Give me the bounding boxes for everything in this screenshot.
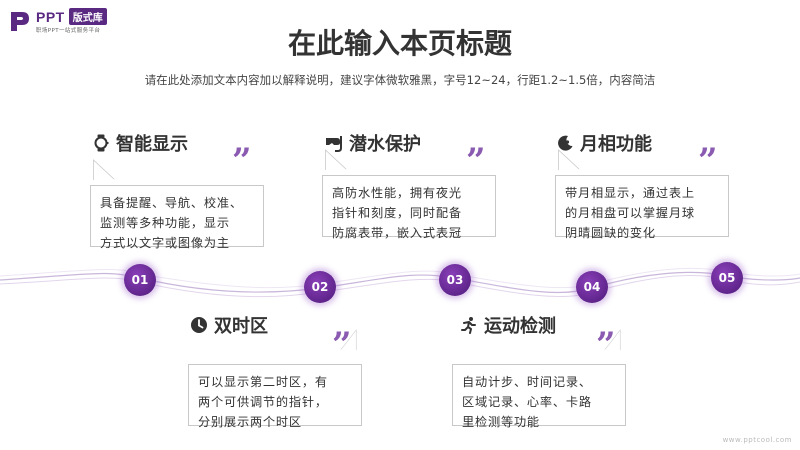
feature-heading-text: 月相功能 xyxy=(580,134,652,155)
feature-heading-text: 智能显示 xyxy=(116,134,188,155)
quote-mark-icon: ” xyxy=(698,141,718,181)
card-line: 带月相显示，通过表上 xyxy=(565,186,695,200)
card-callout-tail xyxy=(558,149,581,172)
running-icon xyxy=(461,317,476,334)
logo-badge: 版式库 xyxy=(68,8,107,25)
quote-mark-icon: ” xyxy=(466,141,486,181)
card-callout-tail xyxy=(340,329,357,352)
quote-mark-icon: ” xyxy=(332,325,352,365)
feature-heading-text: 运动检测 xyxy=(484,316,556,337)
timeline-node-04: 04 xyxy=(576,271,608,303)
feature-card-diving: 高防水性能，拥有夜光 指针和刻度，同时配备 防腐表带，嵌入式表冠 xyxy=(322,175,496,240)
feature-card-smart-display: 具备提醒、导航、校准、 监测等多种功能，显示 方式以文字或图像为主 xyxy=(90,185,264,250)
card-line: 阴晴圆缺的变化 xyxy=(565,226,656,240)
card-callout-tail xyxy=(325,149,348,172)
card-line: 自动计步、时间记录、 xyxy=(462,375,592,389)
watch-icon xyxy=(94,134,109,152)
diving-icon xyxy=(326,136,342,152)
moon-icon xyxy=(558,135,573,151)
feature-heading-smart-display: 智能显示 xyxy=(92,130,188,156)
feature-card-moon-phase: 带月相显示，通过表上 的月相盘可以掌握月球 阴晴圆缺的变化 xyxy=(555,175,729,240)
card-callout-tail xyxy=(604,329,621,352)
feature-heading-motion-detection: 运动检测 xyxy=(460,312,556,338)
feature-heading-dual-timezone: 双时区 xyxy=(190,312,268,338)
quote-mark-icon: ” xyxy=(232,141,252,181)
feature-heading-text: 双时区 xyxy=(214,316,268,337)
feature-card-dual-timezone: 可以显示第二时区，有 两个可供调节的指针， 分别展示两个时区 xyxy=(188,364,362,429)
card-line: 指针和刻度，同时配备 xyxy=(332,206,462,220)
logo-tagline: 职场PPT一站式服务平台 xyxy=(36,28,101,34)
feature-card-motion-detection: 自动计步、时间记录、 区域记录、心率、卡路 里检测等功能 xyxy=(452,364,626,429)
card-line: 具备提醒、导航、校准、 xyxy=(100,196,243,210)
card-line: 分别展示两个时区 xyxy=(198,415,302,429)
logo-p-icon xyxy=(11,12,29,31)
card-line: 防腐表带，嵌入式表冠 xyxy=(332,226,462,240)
card-line: 里检测等功能 xyxy=(462,415,540,429)
timeline-node-01: 01 xyxy=(124,264,156,296)
feature-heading-moon-phase: 月相功能 xyxy=(556,130,652,156)
card-line: 高防水性能，拥有夜光 xyxy=(332,186,462,200)
card-line: 可以显示第二时区，有 xyxy=(198,375,328,389)
feature-heading-text: 潜水保护 xyxy=(349,134,421,155)
feature-heading-diving: 潜水保护 xyxy=(325,130,421,156)
timeline-node-05: 05 xyxy=(711,262,743,294)
logo-ppt-text: PPT xyxy=(36,8,65,25)
card-line: 方式以文字或图像为主 xyxy=(100,236,230,250)
card-callout-tail xyxy=(93,159,116,182)
timeline-node-02: 02 xyxy=(304,271,336,303)
card-line: 的月相盘可以掌握月球 xyxy=(565,206,695,220)
page-subtitle[interactable]: 请在此处添加文本内容加以解释说明，建议字体微软雅黑，字号12~24，行距1.2~… xyxy=(144,73,656,87)
card-line: 两个可供调节的指针， xyxy=(198,395,328,409)
page-title[interactable]: 在此输入本页标题 xyxy=(287,27,512,60)
clock-icon xyxy=(191,317,207,333)
timeline-node-03: 03 xyxy=(439,264,471,296)
watermark: www.pptcool.com xyxy=(722,436,792,444)
brand-logo: PPT 版式库 职场PPT一站式服务平台 xyxy=(8,8,107,34)
card-line: 区域记录、心率、卡路 xyxy=(462,395,592,409)
quote-mark-icon: ” xyxy=(596,325,616,365)
card-line: 监测等多种功能，显示 xyxy=(100,216,230,230)
